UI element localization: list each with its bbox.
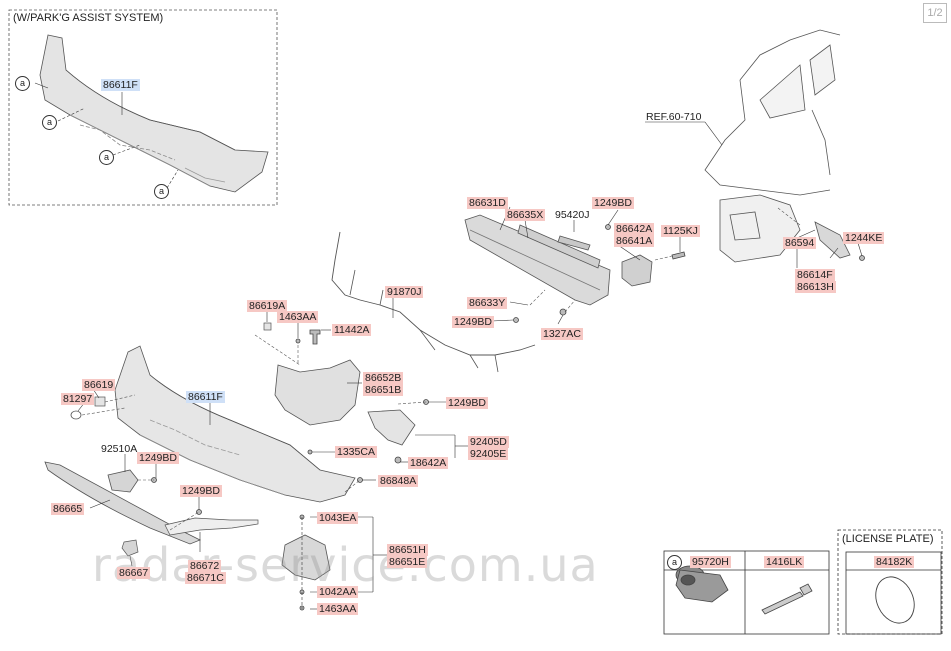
- leader-lines: [77, 206, 863, 610]
- label-92510A[interactable]: 92510A: [101, 443, 138, 455]
- parts-table-grid: [663, 529, 943, 635]
- label-1327AC[interactable]: 1327AC: [541, 328, 583, 340]
- label-1249BD-a[interactable]: 1249BD: [592, 197, 634, 209]
- bracket-shape: [621, 254, 653, 287]
- center-cover-shape: [274, 359, 361, 426]
- label-86631D[interactable]: 86631D: [467, 197, 508, 209]
- callout-a-1: a: [15, 76, 30, 91]
- label-86667[interactable]: 86667: [117, 567, 151, 579]
- label-11442A[interactable]: 11442A: [332, 324, 372, 336]
- seal-81297: [70, 410, 82, 420]
- watermark: radar-service.com.ua: [92, 538, 599, 592]
- lower-bracket-shape: [281, 534, 331, 581]
- car-body-outline: [704, 29, 841, 263]
- table-callout-a: a: [667, 555, 682, 570]
- clip-86667: [121, 539, 139, 557]
- garnish-shape: [164, 517, 259, 536]
- label-18642A[interactable]: 18642A: [408, 457, 449, 469]
- label-81297[interactable]: 81297: [61, 393, 95, 405]
- rivet-1416LK: [761, 583, 813, 615]
- table-part-1416LK[interactable]: 1416LK: [764, 556, 805, 568]
- label-86614F[interactable]: 86614F: [795, 269, 835, 281]
- lamp-bracket-shape: [107, 469, 139, 493]
- label-92405D[interactable]: 92405D: [468, 436, 509, 448]
- label-86848A[interactable]: 86848A: [378, 475, 419, 487]
- callout-a-4: a: [154, 184, 169, 199]
- label-inset-86611F[interactable]: 86611F: [101, 79, 140, 91]
- ring-84182K: [875, 576, 915, 624]
- label-1249BD-e[interactable]: 1249BD: [180, 485, 222, 497]
- label-86672[interactable]: 86672: [188, 560, 222, 572]
- label-86619[interactable]: 86619: [82, 379, 116, 391]
- callout-a-3: a: [99, 150, 114, 165]
- label-86611F[interactable]: 86611F: [186, 391, 225, 403]
- dashed-lines: [81, 207, 801, 531]
- label-86594[interactable]: 86594: [783, 237, 817, 249]
- label-86613H[interactable]: 86613H: [795, 281, 836, 293]
- label-95420J[interactable]: 95420J: [555, 209, 590, 221]
- label-1125KJ[interactable]: 1125KJ: [661, 225, 700, 237]
- sensor-95720H: [675, 565, 729, 603]
- label-86652B[interactable]: 86652B: [363, 372, 404, 384]
- label-1043EA[interactable]: 1043EA: [317, 512, 359, 524]
- bolts: [151, 224, 865, 611]
- pad-86619: [94, 396, 106, 407]
- label-86671C[interactable]: 86671C: [185, 572, 226, 584]
- label-86642A[interactable]: 86642A: [614, 223, 655, 235]
- label-86641A[interactable]: 86641A: [614, 235, 655, 247]
- label-1042AA[interactable]: 1042AA: [317, 586, 359, 598]
- label-1463AA-b[interactable]: 1463AA: [317, 603, 359, 615]
- label-1249BD-c[interactable]: 1249BD: [446, 397, 488, 409]
- label-86665[interactable]: 86665: [51, 503, 85, 515]
- reference-label[interactable]: REF.60-710: [646, 111, 702, 123]
- rear-bumper-shape: [114, 345, 356, 503]
- label-1249BD-b[interactable]: 1249BD: [452, 316, 494, 328]
- label-1335CA[interactable]: 1335CA: [335, 446, 377, 458]
- rear-beam-shape: [464, 214, 611, 306]
- inset-title: (W/PARK'G ASSIST SYSTEM): [13, 12, 164, 24]
- label-86651E[interactable]: 86651E: [387, 556, 428, 568]
- page-indicator: 1/2: [923, 3, 947, 23]
- label-91870J[interactable]: 91870J: [385, 286, 424, 298]
- label-86651B[interactable]: 86651B: [363, 384, 404, 396]
- inset-box: [8, 9, 278, 206]
- label-1249BD-d[interactable]: 1249BD: [137, 452, 179, 464]
- label-86651H[interactable]: 86651H: [387, 544, 428, 556]
- label-86633Y[interactable]: 86633Y: [467, 297, 508, 309]
- rear-lamp-shape: [367, 409, 416, 446]
- label-92405E[interactable]: 92405E: [468, 448, 509, 460]
- label-1463AA-a[interactable]: 1463AA: [277, 311, 319, 323]
- label-86619A[interactable]: 86619A: [247, 300, 288, 312]
- inset-bumper-shape: [39, 34, 269, 193]
- table-part-95720H[interactable]: 95720H: [690, 556, 731, 568]
- label-1244KE[interactable]: 1244KE: [843, 232, 885, 244]
- label-86635X[interactable]: 86635X: [505, 209, 546, 221]
- pad-86619A: [263, 322, 272, 331]
- license-plate-title: (LICENSE PLATE): [842, 533, 934, 545]
- reflector-shape: [814, 221, 851, 259]
- callout-a-2: a: [42, 115, 57, 130]
- label-84182K[interactable]: 84182K: [874, 556, 915, 568]
